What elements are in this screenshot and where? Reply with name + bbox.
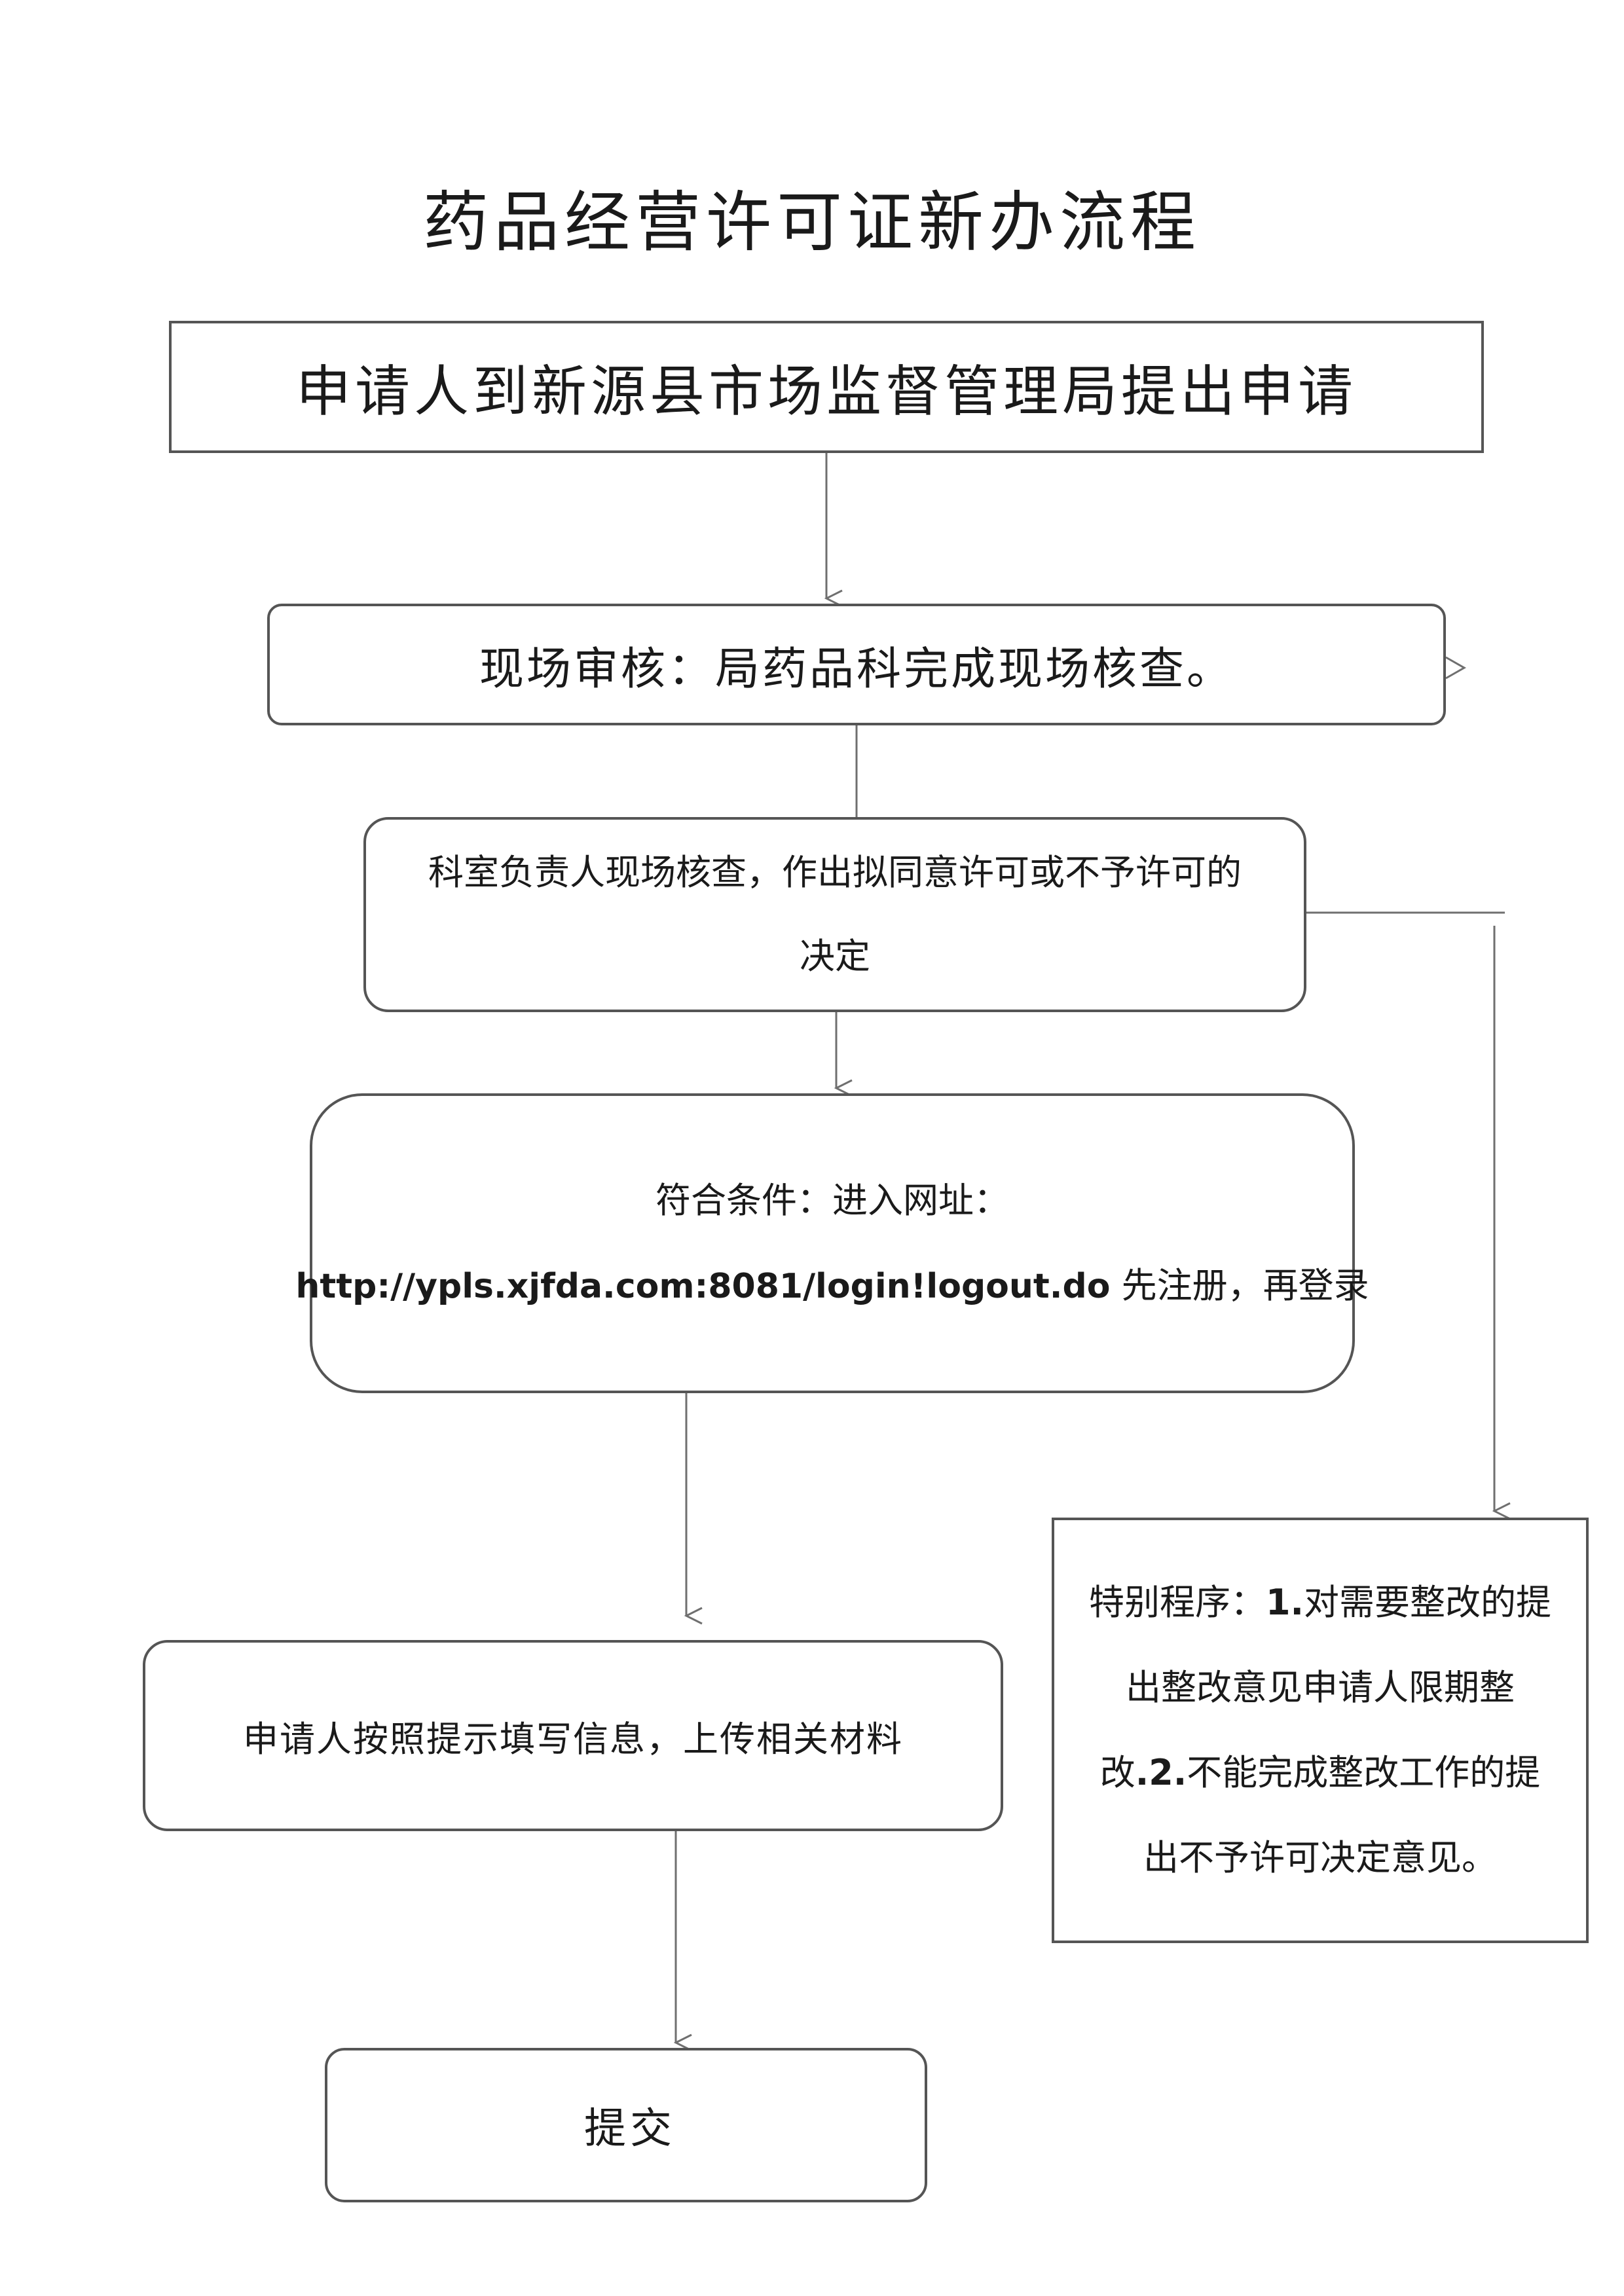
special-line3-suffix: 不能完成整改工作的提: [1187, 1752, 1541, 1793]
step-submit-text: 提交: [584, 2105, 676, 2153]
step-review-text: 现场审核：局药品科完成现场核查。: [479, 643, 1234, 695]
step-apply-text: 申请人到新源县市场监督管理局提出申请: [295, 359, 1357, 424]
special-line2: 出整改意见申请人限期整: [1126, 1667, 1515, 1708]
step-decision-line1: 科室负责人现场核查，作出拟同意许可或不予许可的: [428, 852, 1242, 893]
step-fill-box: 申请人按照提示填写信息，上传相关材料: [143, 1640, 1003, 1831]
step-qualify-suffix: 先注册，再登录: [1110, 1264, 1369, 1306]
special-line3: 改.2.不能完成整改工作的提: [1100, 1730, 1541, 1815]
step-qualify-line1: 符合条件：进入网址：: [655, 1179, 1009, 1221]
step-qualify-line2: http://ypls.xjfda.com:8081/login!logout.…: [295, 1243, 1369, 1329]
side-arrow-mark: [1445, 656, 1467, 680]
page-title: 药品经营许可证新办流程: [423, 184, 1201, 261]
registration-url[interactable]: http://ypls.xjfda.com:8081/login!logout.…: [295, 1266, 1111, 1306]
step-decision-line2: 决定: [800, 936, 870, 977]
special-line3-num: .2.: [1135, 1752, 1187, 1793]
special-line1: 特别程序：1.对需要整改的提: [1089, 1560, 1551, 1645]
special-line1-prefix: 特别程序：: [1088, 1582, 1266, 1623]
step-submit-box: 提交: [325, 2048, 927, 2202]
special-line4: 出不予许可决定意见。: [1143, 1837, 1497, 1878]
special-procedure-box: 特别程序：1.对需要整改的提 出整改意见申请人限期整 改.2.不能完成整改工作的…: [1052, 1518, 1589, 1943]
step-apply-box: 申请人到新源县市场监督管理局提出申请: [169, 321, 1484, 453]
step-fill-text: 申请人按照提示填写信息，上传相关材料: [243, 1718, 903, 1760]
special-line1-num: 1.: [1265, 1582, 1304, 1623]
step-decision-box: 科室负责人现场核查，作出拟同意许可或不予许可的 决定: [363, 817, 1306, 1012]
special-line3-prefix: 改: [1099, 1752, 1135, 1793]
special-line1-suffix: 对需要整改的提: [1304, 1582, 1552, 1623]
step-qualify-box: 符合条件：进入网址： http://ypls.xjfda.com:8081/lo…: [295, 1093, 1369, 1393]
step-review-box: 现场审核：局药品科完成现场核查。: [267, 604, 1446, 725]
